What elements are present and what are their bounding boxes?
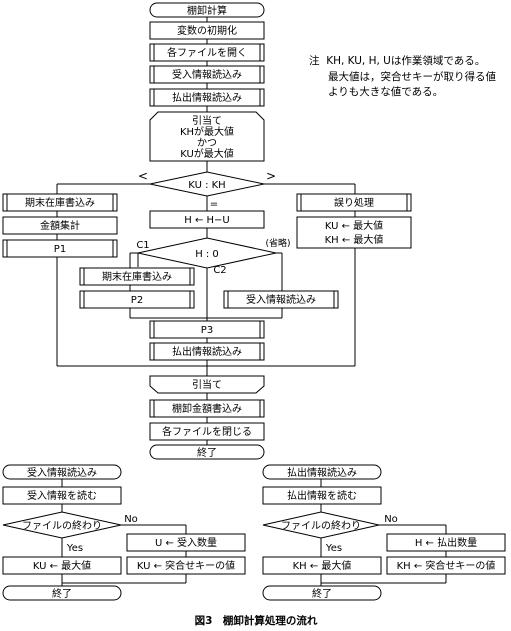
write-amount-label: 棚卸金額書込み (172, 402, 242, 415)
gt-mark: > (266, 169, 276, 183)
issue-yes-label: Yes (325, 543, 342, 554)
left-write-stock-label: 期末在庫書込み (25, 196, 95, 209)
compare-label: KU : KH (188, 180, 225, 191)
receipt-read-label: 受入情報を読む (27, 489, 97, 502)
issue-end-label: 終了 (312, 587, 332, 600)
loop-start-line1: 引当て (192, 114, 222, 127)
note-line3: よりも大きな値である。 (328, 86, 444, 98)
issue-read-box (262, 486, 382, 505)
c-read-issue-label: 払出情報読込み (172, 345, 242, 358)
close-files-box (149, 422, 265, 441)
read-issue-box (149, 88, 265, 107)
end-label: 終了 (197, 446, 217, 459)
issue-start-terminator (262, 464, 382, 480)
loop-end-label: 引当て (192, 378, 222, 391)
receipt-end-label: 終了 (52, 587, 72, 600)
start-terminator (149, 2, 265, 18)
note-line1-text: KH, KU, H, Uは作業領域である。 (326, 55, 486, 67)
issue-eof-label: ファイルの終わり (281, 519, 361, 532)
open-files-box (149, 43, 265, 62)
read-receipt-label: 受入情報読込み (172, 68, 242, 81)
close-files-label: 各ファイルを閉じる (162, 425, 252, 438)
assign-h-label: H ← H−U (184, 215, 229, 226)
c-read-receipt-box (223, 290, 339, 309)
loop-start-line2: KHが最大値 (180, 125, 234, 138)
receipt-kumax-label: KU ← 最大値 (33, 559, 91, 572)
loop-end-symbol (149, 375, 265, 394)
receipt-uqty-label: U ← 受入数量 (155, 536, 217, 549)
loop-start-line3: かつ (197, 137, 217, 149)
issue-end-terminator (262, 585, 382, 601)
issue-read-label: 払出情報を読む (287, 489, 357, 502)
end-terminator (149, 444, 265, 460)
note-mark: 注 (309, 55, 320, 67)
receipt-eof-label: ファイルの終わり (22, 519, 102, 532)
max-set-box (296, 216, 412, 249)
c2-label: C2 (213, 265, 226, 276)
p1-label: P1 (54, 244, 66, 255)
note-line2: 最大値は，突合せキーが取り得る値 (328, 70, 496, 83)
receipt-kumax-box (2, 556, 122, 575)
omitted-label: (省略) (265, 237, 290, 249)
amount-total-label: 金額集計 (40, 219, 80, 232)
c1-write-stock-label: 期末在庫書込み (102, 270, 172, 283)
note-line1: 注 KH, KU, H, Uは作業領域である。 (309, 54, 509, 70)
c-read-issue-box (149, 342, 265, 361)
receipt-start-terminator (2, 464, 122, 480)
write-amount-box (149, 399, 265, 418)
p2-box (79, 290, 195, 309)
issue-no-label: No (384, 514, 398, 525)
read-issue-label: 払出情報読込み (172, 91, 242, 104)
receipt-kukey-box (126, 556, 246, 575)
init-box (149, 21, 265, 40)
ku-max-label: KU ← 最大値 (325, 219, 383, 232)
receipt-yes-label: Yes (66, 543, 83, 554)
figure-caption: 図3 棚卸計算処理の流れ (195, 614, 318, 627)
left-write-stock-box (2, 193, 118, 212)
assign-h-box (149, 210, 265, 229)
open-files-label: 各ファイルを開く (167, 46, 247, 59)
loop-start-symbol (149, 111, 265, 162)
issue-title: 払出情報読込み (287, 466, 357, 479)
read-receipt-box (149, 65, 265, 84)
issue-hqty-label: H ← 払出数量 (415, 536, 477, 549)
issue-khkey-box (386, 556, 506, 575)
p3-label: P3 (201, 325, 213, 336)
receipt-end-terminator (2, 585, 122, 601)
p3-box (149, 320, 265, 339)
issue-hqty-box (386, 533, 506, 552)
loop-start-line4: KUが最大値 (180, 147, 234, 160)
note-block: 注 KH, KU, H, Uは作業領域である。 最大値は，突合せキーが取り得る値… (309, 54, 509, 101)
start-label: 棚卸計算 (187, 4, 227, 17)
c1-label: C1 (136, 240, 149, 251)
p2-label: P2 (131, 295, 143, 306)
receipt-read-box (2, 486, 122, 505)
receipt-kukey-label: KU ← 突合せキーの値 (137, 559, 235, 572)
receipt-uqty-box (126, 533, 246, 552)
kh-max-label: KH ← 最大値 (325, 233, 384, 246)
eq-mark: = (210, 199, 218, 210)
amount-total-box (2, 216, 118, 235)
c-read-receipt-label: 受入情報読込み (246, 293, 316, 306)
error-box (296, 193, 412, 212)
init-label: 変数の初期化 (177, 24, 237, 37)
issue-khmax-box (262, 556, 382, 575)
error-label: 誤り処理 (334, 196, 374, 209)
p1-box (2, 239, 118, 258)
issue-khkey-label: KH ← 突合せキーの値 (397, 559, 496, 572)
receipt-no-label: No (124, 514, 138, 525)
c1-write-stock-box (79, 267, 195, 286)
receipt-title: 受入情報読込み (27, 466, 97, 479)
issue-khmax-label: KH ← 最大値 (293, 559, 352, 572)
h-decision-label: H : 0 (195, 249, 219, 260)
lt-mark: < (138, 169, 148, 183)
